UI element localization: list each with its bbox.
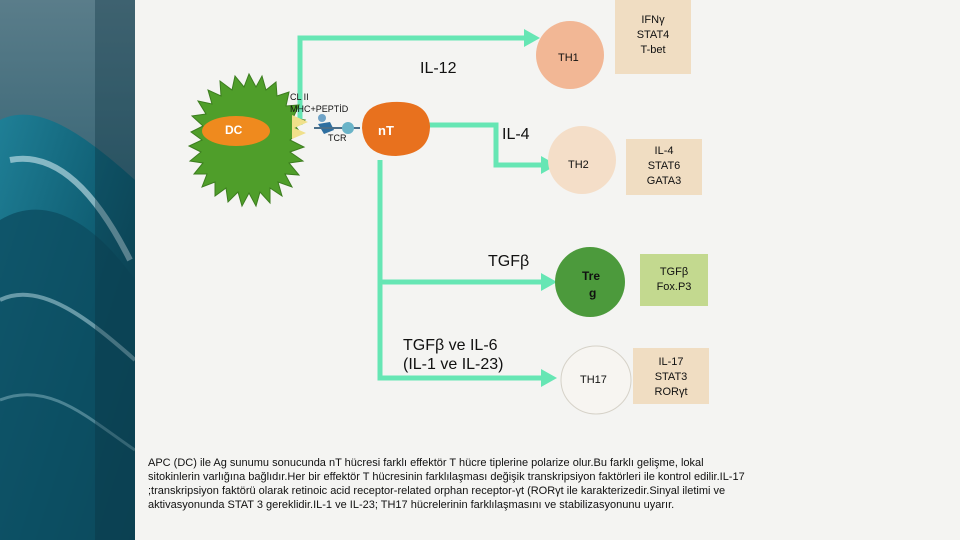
il4-label: IL-4 (502, 126, 530, 144)
tgfb-il6-label-line1: TGFβ ve IL-6 (403, 337, 498, 355)
dc-label: DC (225, 123, 242, 137)
tgfb-arrowhead (541, 273, 557, 291)
tcr-label: TCR (328, 133, 347, 143)
il12-arrowhead (524, 29, 540, 47)
th1-factor-2: STAT4 (615, 29, 691, 41)
th2-factor-1: IL-4 (626, 145, 702, 157)
th17-factor-1: IL-17 (633, 356, 709, 368)
treg-factor-2: Fox.P3 (640, 281, 708, 293)
naive-t-label: nT (378, 123, 394, 138)
th2-factor-3: GATA3 (626, 175, 702, 187)
caption-line-1: APC (DC) ile Ag sunumu sonucunda nT hücr… (148, 456, 828, 470)
treg-factor-1: TGFβ (640, 266, 708, 278)
treg-label-line2: g (589, 286, 596, 300)
th1-label: TH1 (558, 52, 579, 64)
treg-label-line1: Tre (582, 269, 600, 283)
tgfb-il6-arrowhead (541, 369, 557, 387)
mhc-label-line2: MHC+PEPTİD (290, 104, 348, 114)
naive-t-cell (362, 102, 430, 156)
th1-factor-3: T-bet (615, 44, 691, 56)
th17-factor-3: RORγt (633, 386, 709, 398)
th2-factor-2: STAT6 (626, 160, 702, 172)
mhc-label-line1: CL II (290, 92, 309, 102)
caption-line-4: aktivasyonunda STAT 3 gereklidir.IL-1 ve… (148, 498, 828, 512)
il12-label: IL-12 (420, 60, 456, 78)
th17-factor-2: STAT3 (633, 371, 709, 383)
caption-paragraph: APC (DC) ile Ag sunumu sonucunda nT hücr… (148, 456, 828, 512)
th2-label: TH2 (568, 159, 589, 171)
caption-line-3: ;transkripsiyon faktörü olarak retinoic … (148, 484, 828, 498)
th1-factor-1: IFNγ (615, 14, 691, 26)
th17-label: TH17 (580, 374, 607, 386)
tgfb-label: TGFβ (488, 253, 529, 271)
caption-line-2: sitokinlerin varlığına bağlıdır.Her bir … (148, 470, 828, 484)
tgfb-il6-label-line2: (IL-1 ve IL-23) (403, 356, 503, 374)
treg-factor-box (640, 254, 708, 306)
